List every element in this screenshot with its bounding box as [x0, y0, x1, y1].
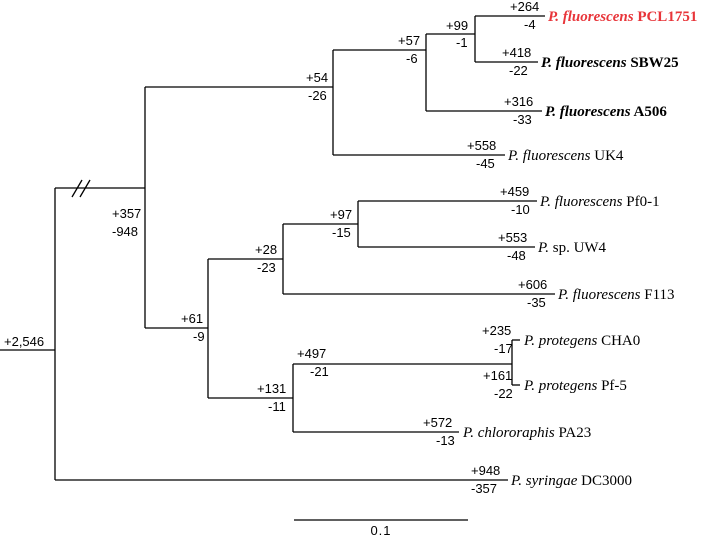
node-loss: -15: [332, 225, 351, 240]
node-loss: -21: [310, 364, 329, 379]
node-gain: +97: [330, 207, 352, 222]
node-gain: +54: [306, 70, 328, 85]
taxon-label: P. fluorescens A506: [545, 104, 667, 120]
leaf-gain: +948: [471, 463, 500, 478]
leaf-loss: -4: [524, 17, 536, 32]
leaf-gain: +558: [467, 138, 496, 153]
leaf-gain: +459: [500, 184, 529, 199]
root-gain: +2,546: [4, 334, 44, 349]
leaf-loss: -35: [527, 295, 546, 310]
taxon-label: P. fluorescens F113: [557, 287, 675, 303]
node-gain: +28: [255, 242, 277, 257]
scale-bar-label: 0.1: [370, 523, 391, 538]
leaf-loss: -17: [494, 341, 513, 356]
taxon-label: P. fluorescens PCL1751: [548, 9, 697, 25]
taxon-label: P. syringae DC3000: [510, 473, 632, 489]
leaf-loss: -22: [509, 63, 528, 78]
node-loss: -26: [308, 88, 327, 103]
node-loss: -9: [193, 329, 205, 344]
node-loss: -23: [257, 260, 276, 275]
node-loss: -11: [268, 399, 286, 414]
branch-break-mark: [71, 179, 83, 198]
leaf-gain: +316: [504, 94, 533, 109]
leaf-gain: +572: [423, 415, 452, 430]
node-gain: +357: [112, 206, 141, 221]
leaf-loss: -10: [511, 202, 530, 217]
leaf-loss: -13: [436, 433, 455, 448]
leaf-loss: -357: [471, 481, 497, 496]
branch-break-mark: [79, 179, 91, 198]
node-loss: -948: [112, 224, 138, 239]
node-gain: +131: [257, 381, 286, 396]
leaf-gain: +161: [483, 368, 512, 383]
node-loss: -1: [456, 35, 468, 50]
leaf-loss: -33: [513, 112, 532, 127]
taxon-label: P. fluorescens UK4: [507, 148, 624, 164]
node-gain: +99: [446, 18, 468, 33]
leaf-loss: -22: [494, 386, 513, 401]
leaf-gain: +606: [518, 277, 547, 292]
taxon-label: P. protegens Pf-5: [523, 378, 627, 394]
taxon-label: P. sp. UW4: [537, 240, 607, 256]
leaf-loss: -48: [507, 248, 526, 263]
node-gain: +61: [181, 311, 203, 326]
node-gain: +497: [297, 346, 326, 361]
node-loss: -6: [406, 51, 418, 66]
taxon-label: P. fluorescens Pf0-1: [539, 194, 660, 210]
taxon-label: P. fluorescens SBW25: [541, 55, 679, 71]
leaf-gain: +553: [498, 230, 527, 245]
leaf-gain: +418: [502, 45, 531, 60]
taxon-label: P. protegens CHA0: [523, 333, 640, 349]
node-gain: +57: [398, 33, 420, 48]
taxon-label: P. chlororaphis PA23: [462, 425, 591, 441]
leaf-loss: -45: [476, 156, 495, 171]
leaf-gain: +235: [482, 323, 511, 338]
leaf-gain: +264: [510, 0, 539, 14]
